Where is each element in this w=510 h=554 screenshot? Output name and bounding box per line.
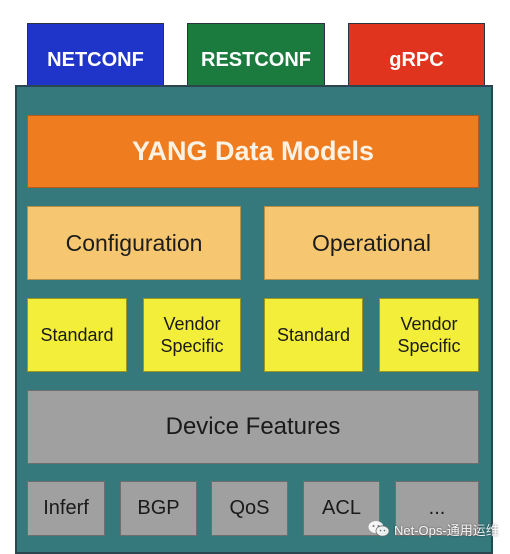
operational-vendor-specific-box: Vendor Specific bbox=[379, 298, 479, 372]
operational-standard-box: Standard bbox=[264, 298, 363, 372]
watermark: Net-Ops-通用运维 bbox=[368, 517, 499, 541]
operational-standard-label: Standard bbox=[276, 324, 351, 345]
configuration-label: Configuration bbox=[65, 229, 203, 256]
protocol-restconf: RESTCONF bbox=[187, 23, 325, 97]
configuration-vendor-specific-box: Vendor Specific bbox=[143, 298, 241, 372]
feature-bgp-box: BGP bbox=[120, 481, 197, 536]
operational-label: Operational bbox=[312, 229, 431, 256]
protocol-grpc: gRPC bbox=[348, 23, 485, 97]
feature-bgp-label: BGP bbox=[137, 497, 180, 519]
operational-box: Operational bbox=[264, 206, 479, 280]
protocol-netconf: NETCONF bbox=[27, 23, 164, 97]
protocol-grpc-label: gRPC bbox=[389, 48, 444, 71]
configuration-standard-label: Standard bbox=[40, 324, 114, 345]
protocol-restconf-label: RESTCONF bbox=[201, 48, 311, 71]
wechat-icon bbox=[368, 520, 390, 538]
yang-data-models-label: YANG Data Models bbox=[131, 136, 375, 166]
feature-interface-label: Inferf bbox=[43, 497, 89, 519]
feature-acl-box: ACL bbox=[303, 481, 380, 536]
operational-vendor-specific-label: Vendor Specific bbox=[397, 313, 461, 357]
configuration-vendor-specific-label: Vendor Specific bbox=[160, 313, 224, 357]
yang-data-models-box: YANG Data Models bbox=[27, 115, 479, 188]
device-features-box: Device Features bbox=[27, 390, 479, 464]
feature-acl-label: ACL bbox=[322, 497, 361, 519]
configuration-box: Configuration bbox=[27, 206, 241, 280]
protocol-netconf-label: NETCONF bbox=[47, 48, 144, 71]
feature-qos-label: QoS bbox=[229, 497, 270, 519]
feature-qos-box: QoS bbox=[211, 481, 288, 536]
device-features-label: Device Features bbox=[165, 413, 341, 440]
feature-more-box: ... bbox=[395, 481, 479, 536]
feature-interface-box: Inferf bbox=[27, 481, 105, 536]
configuration-standard-box: Standard bbox=[27, 298, 127, 372]
feature-more-label: ... bbox=[428, 497, 446, 519]
watermark-label: Net-Ops-通用运维 bbox=[394, 522, 499, 538]
